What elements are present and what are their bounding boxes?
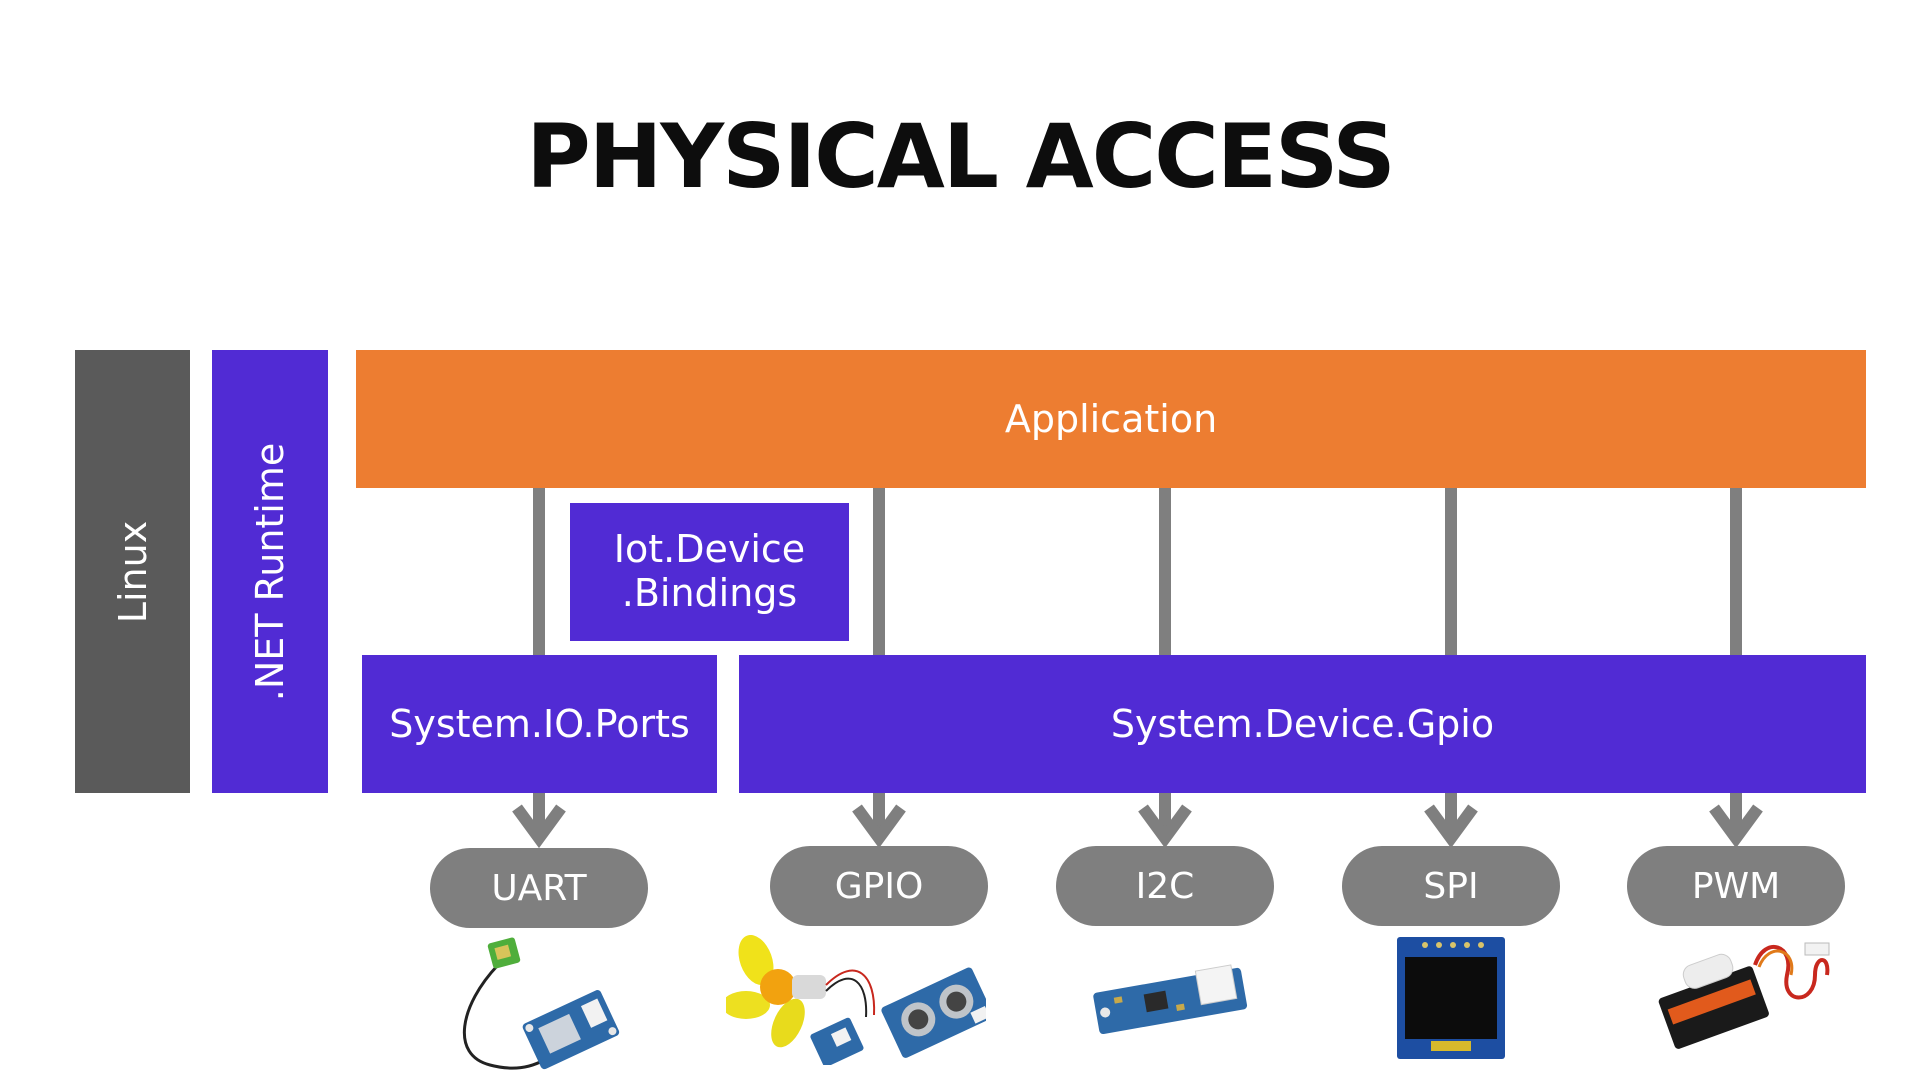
protocol-gpio: GPIO [770,846,988,926]
i2c-sensor-board-icon [1093,964,1248,1035]
fan-motor-and-ultrasonic-sensor-icon [726,935,986,1065]
system-device-gpio-layer: System.Device.Gpio [739,655,1866,793]
application-label: Application [1004,397,1218,441]
net-runtime-label: .NET Runtime [248,442,292,701]
system-io-ports-layer: System.IO.Ports [362,655,717,793]
application-layer: Application [356,350,1866,488]
arrow-pwm [1709,793,1763,849]
net-runtime-layer: .NET Runtime [212,350,328,793]
protocol-pwm: PWM [1627,846,1845,926]
linux-label: Linux [110,520,155,623]
iot-bindings-label-line1: Iot.Device [613,527,806,572]
gps-module-icon [462,937,620,1070]
iot-device-bindings-layer: Iot.Device .Bindings [570,503,849,641]
page-title: PHYSICAL ACCESS [526,105,1396,208]
arrow-spi [1424,793,1478,849]
system-device-gpio-label: System.Device.Gpio [1110,702,1495,746]
analog-servo-icon [1658,942,1830,1049]
arrow-i2c [1138,793,1192,849]
protocol-i2c: I2C [1056,846,1274,926]
iot-bindings-label-line2: .Bindings [621,571,798,615]
system-io-ports-label: System.IO.Ports [389,702,690,746]
arrow-gpio [852,793,906,849]
arrow-uart [512,793,566,849]
protocol-spi: SPI [1342,846,1560,926]
linux-layer: Linux [75,350,190,793]
protocol-uart: UART [430,848,648,928]
oled-display-icon [1397,937,1505,1059]
